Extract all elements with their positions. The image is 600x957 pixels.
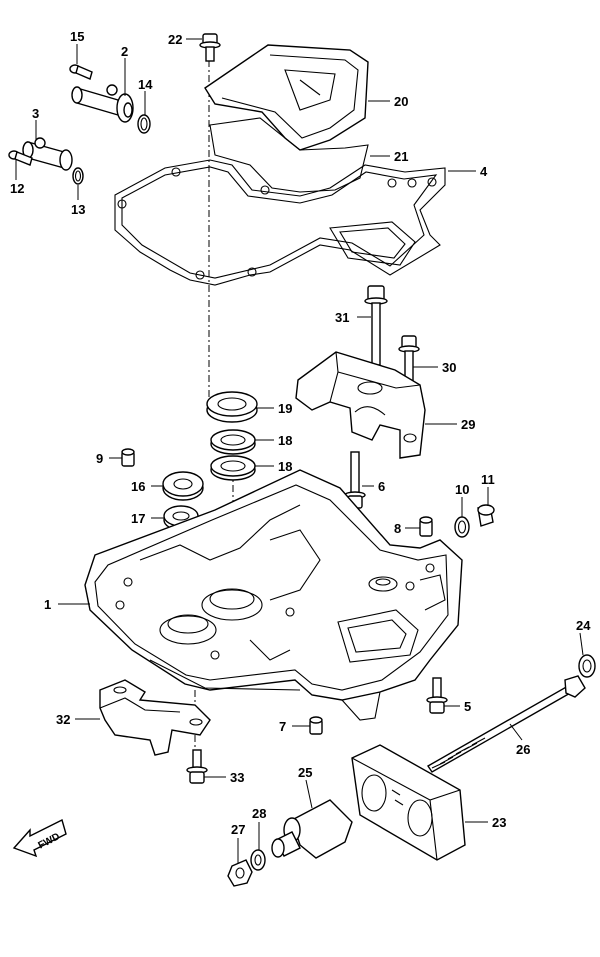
part-23-mount: [351, 744, 466, 861]
part-4-gasket: [114, 159, 446, 286]
part-24-nut: [578, 654, 596, 678]
part-13-oring: [72, 167, 84, 185]
callout-19: 19: [278, 401, 292, 416]
callout-25: 25: [298, 765, 312, 780]
callout-22: 22: [168, 32, 182, 47]
part-22-bolt: [199, 33, 221, 62]
callout-15: 15: [70, 29, 84, 44]
part-28-washer: [250, 849, 266, 871]
part-27-nut: [227, 859, 253, 887]
callout-17: 17: [131, 511, 145, 526]
part-5-bolt: [426, 677, 448, 714]
callout-21: 21: [394, 149, 408, 164]
part-10-washer: [454, 516, 470, 538]
part-16-bearing: [162, 471, 204, 501]
part-19-seal: [206, 391, 258, 423]
part-3-fitting: [22, 137, 73, 171]
callout-27: 27: [231, 822, 245, 837]
callout-30: 30: [442, 360, 456, 375]
part-8-dowel: [419, 516, 433, 537]
part-15-bolt: [69, 64, 93, 80]
callout-7: 7: [279, 719, 286, 734]
callout-11: 11: [481, 472, 495, 487]
part-2-fitting: [71, 84, 134, 123]
part-18-seal-a: [210, 429, 256, 455]
callout-6: 6: [378, 479, 385, 494]
callout-33: 33: [230, 770, 244, 785]
callout-5: 5: [464, 699, 471, 714]
callout-13: 13: [71, 202, 85, 217]
part-14-oring: [137, 114, 151, 134]
callout-16: 16: [131, 479, 145, 494]
callout-24: 24: [576, 618, 591, 633]
part-18-seal-b: [210, 455, 256, 481]
leader-lines: [15, 38, 584, 864]
part-1-engine-holder: [84, 469, 463, 721]
callout-8: 8: [394, 521, 401, 536]
part-9-dowel: [121, 448, 135, 467]
part-11-plug: [477, 504, 495, 527]
part-25-spacer: [271, 799, 353, 859]
callout-31: 31: [335, 310, 349, 325]
callout-14: 14: [138, 77, 153, 92]
callout-labels: 22 15 2 14 3 12 13 20 21 4 31 30 29 19 1…: [10, 29, 591, 837]
part-29-bracket: [295, 351, 426, 459]
callout-20: 20: [394, 94, 408, 109]
part-7-dowel: [309, 716, 323, 735]
callout-29: 29: [461, 417, 475, 432]
part-26-long-bolt: [427, 675, 586, 773]
callout-18a: 18: [278, 433, 292, 448]
callout-2: 2: [121, 44, 128, 59]
callout-18b: 18: [278, 459, 292, 474]
callout-12: 12: [10, 181, 24, 196]
callout-32: 32: [56, 712, 70, 727]
callout-3: 3: [32, 106, 39, 121]
callout-1: 1: [44, 597, 51, 612]
callout-4: 4: [480, 164, 488, 179]
callout-28: 28: [252, 806, 266, 821]
callout-26: 26: [516, 742, 530, 757]
callout-10: 10: [455, 482, 469, 497]
part-12-bolt: [8, 150, 33, 166]
callout-23: 23: [492, 815, 506, 830]
part-20-cover: [204, 44, 369, 151]
fwd-arrow-icon: FWD: [12, 818, 67, 858]
part-32-clamp: [99, 679, 211, 756]
part-33-bolt: [186, 749, 208, 784]
part-31-bolt: [364, 285, 388, 366]
callout-9: 9: [96, 451, 103, 466]
